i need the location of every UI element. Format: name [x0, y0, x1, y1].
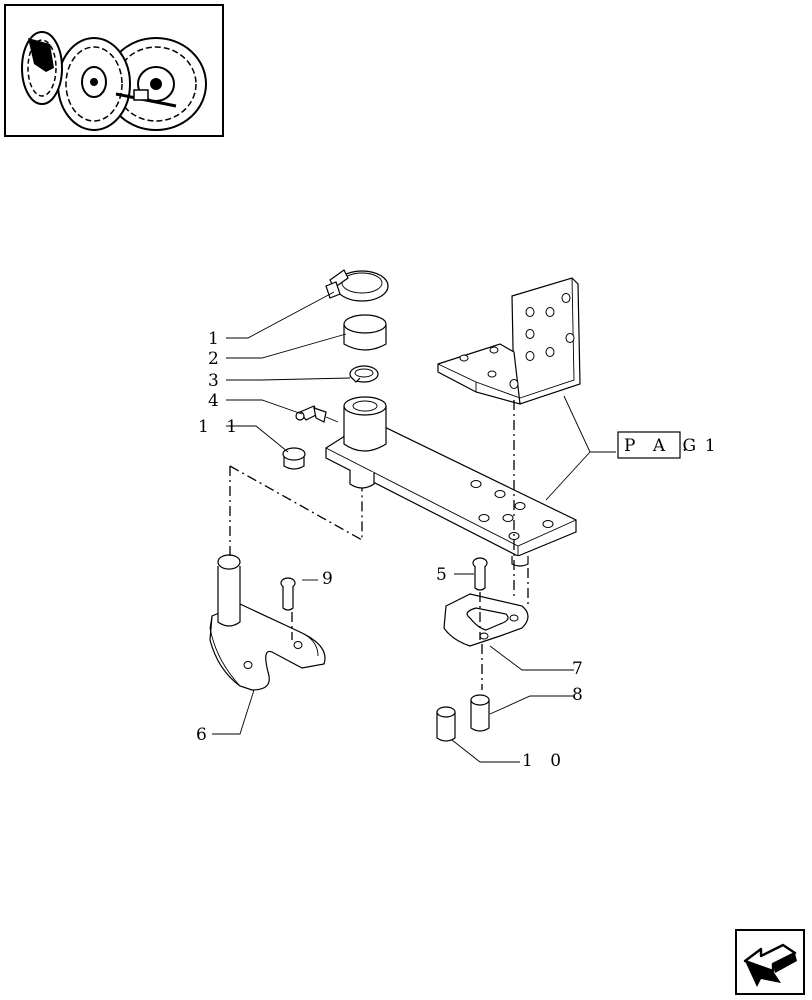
tractor-wheels-icon	[6, 6, 222, 135]
part-9-bolt	[280, 577, 296, 611]
part-7-u-bracket	[443, 593, 529, 647]
part-6-hitch-arm	[209, 554, 326, 691]
callout-5: 5	[436, 565, 453, 585]
vehicle-thumbnail	[4, 4, 224, 137]
leader-lines	[212, 291, 616, 763]
part-4-grease-nipple	[295, 405, 339, 423]
callout-3: 3	[208, 371, 225, 391]
callout-6: 6	[196, 725, 213, 745]
callout-11: 1 1	[198, 417, 243, 437]
part-8-sleeve	[470, 694, 490, 732]
callout-4: 4	[208, 391, 225, 411]
assembly-lines	[229, 400, 529, 690]
page-reference[interactable]: P A G . 1	[617, 431, 722, 459]
part-11-plug	[282, 447, 306, 470]
callout-8: 8	[572, 685, 589, 705]
callout-10: 1 0	[522, 751, 567, 771]
pivot-tube	[343, 396, 387, 452]
bracket-plate	[437, 277, 581, 405]
callout-7: 7	[572, 659, 589, 679]
part-10-bushing	[436, 706, 456, 742]
callout-9: 9	[322, 569, 339, 589]
part-1-clamp	[325, 269, 389, 302]
part-2-cap	[343, 314, 387, 351]
callout-1: 1	[208, 329, 225, 349]
next-page-arrow-icon	[743, 943, 797, 987]
next-page-button[interactable]	[735, 929, 805, 995]
part-3-circlip	[349, 365, 379, 383]
page-reference-box-text: P A G	[624, 436, 702, 456]
part-5-bolt	[472, 557, 488, 591]
callout-2: 2	[208, 349, 225, 369]
page-reference-number: . 1	[682, 436, 722, 456]
